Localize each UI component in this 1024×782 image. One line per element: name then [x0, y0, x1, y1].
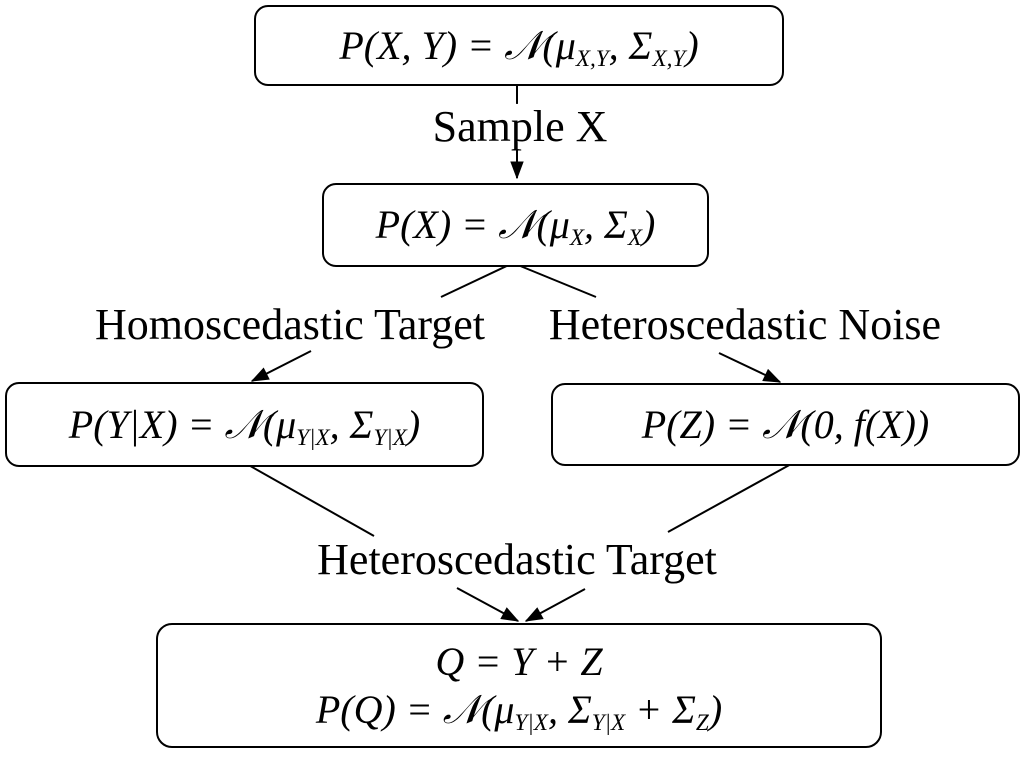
formula-noise: P(Z) = 𝒩(0, f(X)): [641, 401, 930, 447]
edge-target-arrow-right: [526, 588, 586, 622]
formula-target-distribution: P(Q) = 𝒩(μY|X, ΣY|X + ΣZ): [315, 686, 723, 736]
edge-noise-arrow: [718, 352, 780, 383]
edge-branch-left: [440, 262, 514, 298]
formula-marginal: P(X) = 𝒩(μX, ΣX): [375, 202, 656, 251]
formula-joint: P(X, Y) = 𝒩(μX,Y, ΣX,Y): [339, 22, 699, 72]
node-noise-distribution: P(Z) = 𝒩(0, f(X)): [551, 383, 1020, 466]
formula-conditional: P(Y|X) = 𝒩(μY|X, ΣY|X): [68, 401, 421, 451]
edge-label-sample-x: Sample X: [427, 103, 613, 151]
edge-branch-right: [512, 262, 597, 298]
edge-target-arrow-left: [456, 587, 518, 622]
edge-conditional-to-target: [244, 462, 375, 537]
node-target-distribution: Q = Y + Z P(Q) = 𝒩(μY|X, ΣY|X + ΣZ): [156, 623, 882, 748]
edge-noise-to-target: [667, 462, 794, 533]
formula-target-sum: Q = Y + Z: [435, 638, 603, 684]
edge-label-homoscedastic-target: Homoscedastic Target: [95, 299, 485, 349]
edge-label-heteroscedastic-target: Heteroscedastic Target: [317, 534, 717, 584]
edge-homoscedastic-arrow: [252, 350, 312, 382]
edge-label-heteroscedastic-noise: Heteroscedastic Noise: [548, 299, 942, 349]
node-marginal-distribution: P(X) = 𝒩(μX, ΣX): [322, 183, 709, 267]
node-conditional-distribution: P(Y|X) = 𝒩(μY|X, ΣY|X): [5, 382, 484, 467]
node-joint-distribution: P(X, Y) = 𝒩(μX,Y, ΣX,Y): [254, 5, 784, 86]
